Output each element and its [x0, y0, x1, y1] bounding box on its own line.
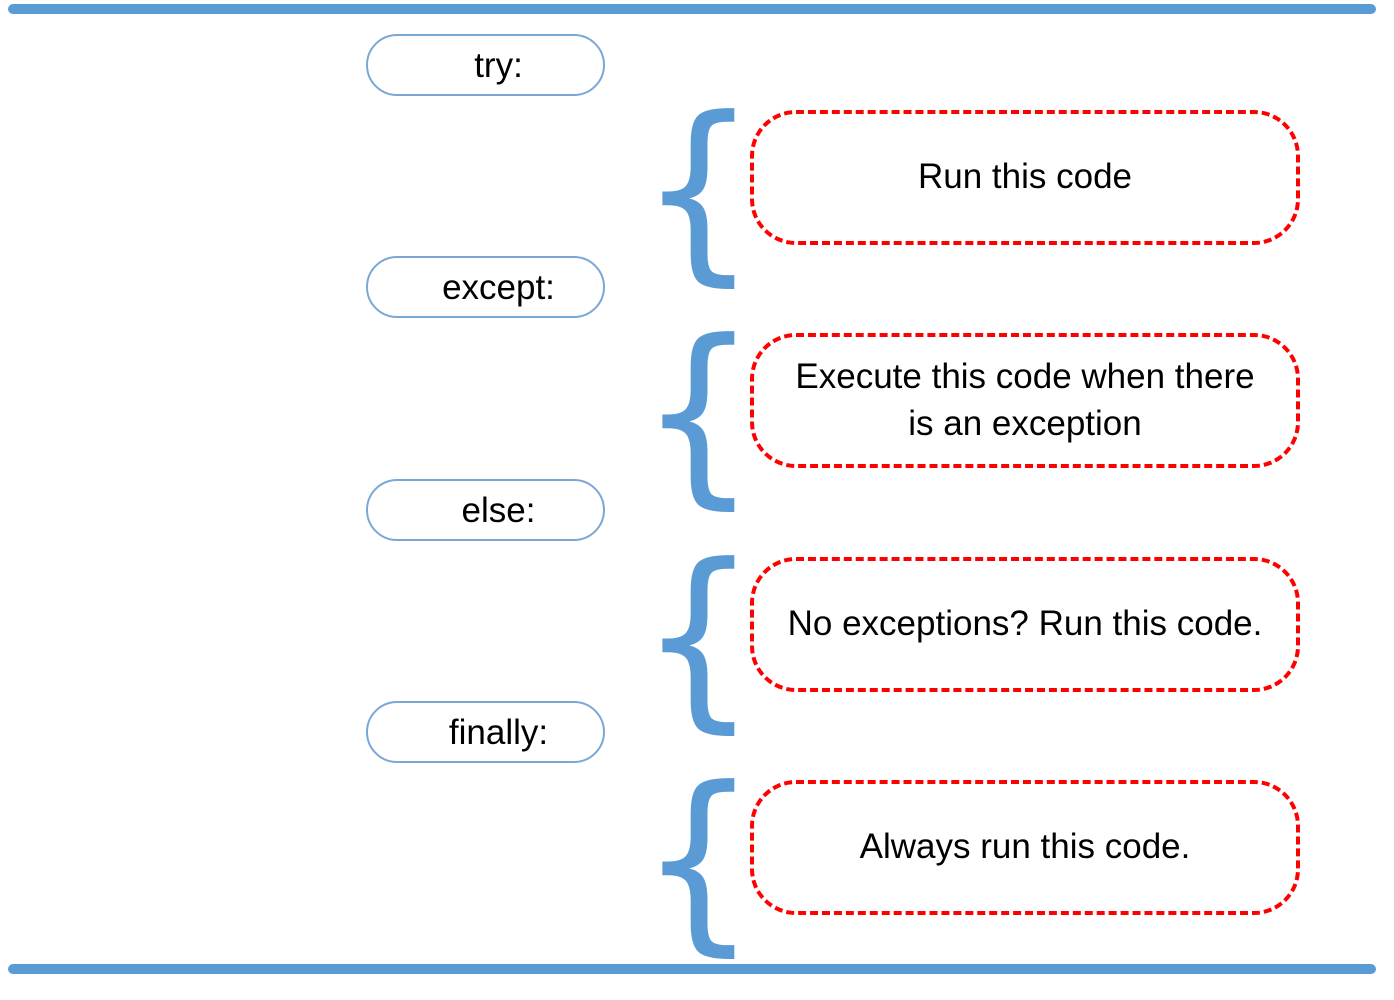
note-box-finally: Always run this code.	[750, 780, 1300, 915]
curly-brace-glyph: {	[639, 745, 758, 974]
note-box-finally-text: Always run this code.	[859, 827, 1191, 867]
curly-brace-icon-else: {	[636, 539, 757, 735]
note-box-except-text: Execute this code when there is an excep…	[795, 356, 1255, 443]
note-box-try-text: Run this code	[917, 157, 1133, 197]
keyword-pill-try-label: try:	[474, 45, 523, 85]
keyword-pill-else-label: else:	[461, 490, 536, 530]
note-box-else: No exceptions? Run this code.	[750, 557, 1300, 692]
top-divider-rule	[8, 4, 1376, 14]
keyword-pill-finally-label: finally:	[448, 712, 549, 752]
curly-brace-glyph: {	[639, 522, 758, 751]
curly-brace-icon-except: {	[636, 315, 757, 511]
keyword-pill-except[interactable]: except:	[366, 256, 605, 318]
curly-brace-glyph: {	[639, 298, 758, 527]
keyword-pill-try[interactable]: try:	[366, 34, 605, 96]
note-box-except: Execute this code when there is an excep…	[750, 333, 1300, 468]
note-box-else-text: No exceptions? Run this code.	[787, 604, 1263, 644]
curly-brace-icon-finally: {	[636, 762, 757, 958]
keyword-pill-finally[interactable]: finally:	[366, 701, 605, 763]
curly-brace-icon-try: {	[636, 92, 757, 288]
keyword-pill-else[interactable]: else:	[366, 479, 605, 541]
note-box-try: Run this code	[750, 110, 1300, 245]
curly-brace-glyph: {	[639, 75, 758, 304]
bottom-divider-rule	[8, 964, 1376, 974]
keyword-pill-except-label: except:	[442, 267, 555, 307]
